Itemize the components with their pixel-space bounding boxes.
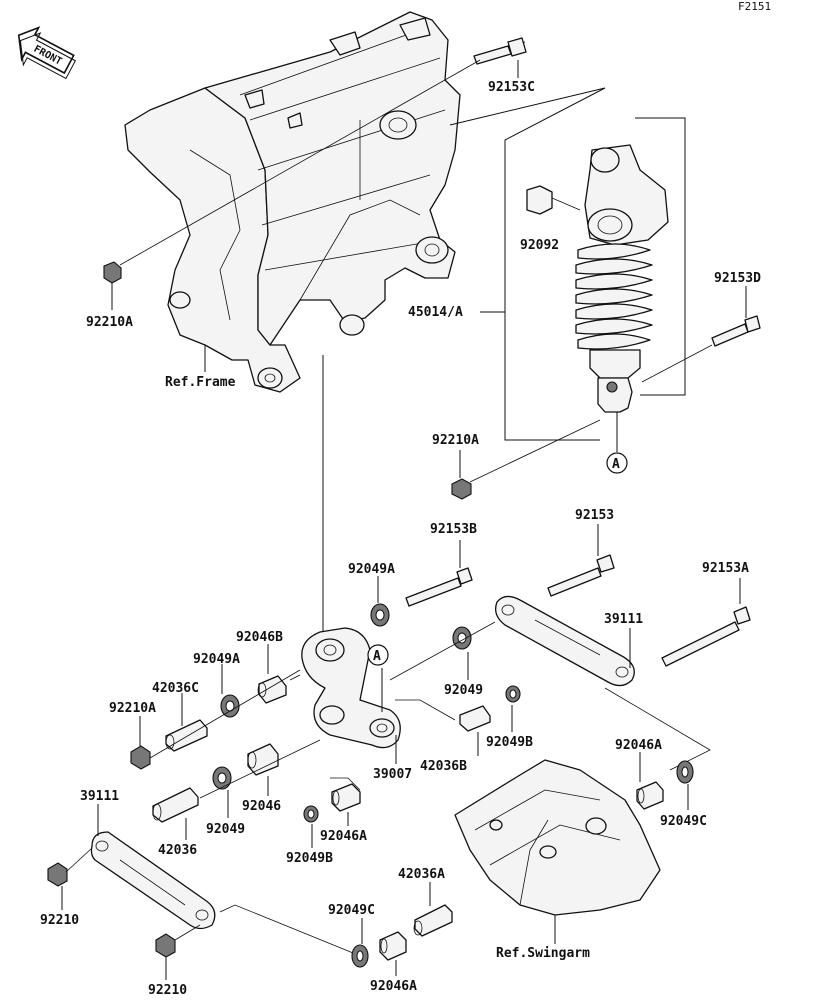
diagram-code: F2151 xyxy=(738,0,771,13)
leader-line xyxy=(149,669,301,759)
ref-swingarm-label: Ref.Swingarm xyxy=(496,946,590,961)
seal-92049A-upper xyxy=(370,576,390,627)
label-42036B: 42036B xyxy=(420,759,467,774)
nut-92210A-top xyxy=(103,261,122,310)
seal-92049-right xyxy=(389,621,496,681)
tie-rod-39111-left xyxy=(90,804,216,930)
label-92153C: 92153C xyxy=(488,80,535,95)
label-92049A-lower: 92049A xyxy=(193,652,240,667)
leader-line xyxy=(219,904,359,956)
nut-92210A-left xyxy=(130,716,151,770)
bolt-92153 xyxy=(547,524,615,597)
label-92046A-right: 92046A xyxy=(615,738,662,753)
rocker-arm-39007 xyxy=(301,627,401,764)
label-45014A: 45014/A xyxy=(408,305,463,320)
seal-92049B-left xyxy=(303,805,319,848)
bearing-92046 xyxy=(247,743,279,796)
label-92153: 92153 xyxy=(575,508,614,523)
collar-42036C xyxy=(165,693,208,752)
front-arrow-icon: FRONT xyxy=(17,26,77,80)
frame-drawing xyxy=(124,11,461,393)
label-92153B: 92153B xyxy=(430,522,477,537)
label-92049B-left: 92049B xyxy=(286,851,333,866)
bearing-92046A-lower xyxy=(379,931,407,976)
label-92046A-lower: 92046A xyxy=(370,979,417,994)
swingarm-drawing xyxy=(454,759,661,944)
collar-42036 xyxy=(152,739,321,840)
nut-92210A-mid xyxy=(451,419,601,500)
label-92049C-right: 92049C xyxy=(660,814,707,829)
label-42036C: 42036C xyxy=(152,681,199,696)
bolt-92153D xyxy=(641,286,761,383)
leader-line xyxy=(119,59,481,266)
shock-absorber-45014A xyxy=(575,144,669,413)
reference-marker-a-linkage xyxy=(367,644,389,666)
label-92046A-mid: 92046A xyxy=(320,829,367,844)
marker-letter-a-linkage: A xyxy=(373,649,381,664)
label-92210A-top: 92210A xyxy=(86,315,133,330)
label-92046: 92046 xyxy=(242,799,281,814)
label-42036A: 42036A xyxy=(398,867,445,882)
label-92210: 92210 xyxy=(40,913,79,928)
collar-42036B xyxy=(395,699,491,756)
seal-92049C-right xyxy=(676,760,694,810)
reference-marker-a-top xyxy=(606,452,628,474)
label-92210A-mid: 92210A xyxy=(432,433,479,448)
label-39007: 39007 xyxy=(373,767,412,782)
label-92049C-lower: 92049C xyxy=(328,903,375,918)
shock-spring xyxy=(575,243,653,350)
bearing-92046A-mid xyxy=(330,777,361,826)
bearing-92046B xyxy=(257,644,287,704)
seal-92049-left xyxy=(212,766,232,818)
label-39111-right: 39111 xyxy=(604,612,643,627)
marker-letter-a-top: A xyxy=(612,457,620,472)
label-39111-left: 39111 xyxy=(80,789,119,804)
label-92049-left: 92049 xyxy=(206,822,245,837)
label-92046B: 92046B xyxy=(236,630,283,645)
seal-92049B-right xyxy=(505,685,521,732)
seal-92049C-lower xyxy=(351,918,369,968)
label-42036: 42036 xyxy=(158,843,197,858)
nut-92210-lower xyxy=(155,924,201,980)
collar-42036A xyxy=(413,882,453,937)
label-92210A-left: 92210A xyxy=(109,701,156,716)
label-92092: 92092 xyxy=(520,238,559,253)
bolt-92153B xyxy=(405,540,473,607)
label-92153D: 92153D xyxy=(714,271,761,286)
ref-frame-label: Ref.Frame xyxy=(165,375,236,390)
label-92049A-upper: 92049A xyxy=(348,562,395,577)
bolt-92153A xyxy=(661,578,751,667)
nut-92210 xyxy=(47,847,93,910)
collar-92092 xyxy=(526,185,581,215)
group-bracket xyxy=(449,87,686,441)
label-92210-lower: 92210 xyxy=(148,983,187,998)
tie-rod-39111-right xyxy=(494,595,635,687)
label-92049-right: 92049 xyxy=(444,683,483,698)
label-92049B-right: 92049B xyxy=(486,735,533,750)
bolt-92153C xyxy=(473,37,527,78)
label-92153A: 92153A xyxy=(702,561,749,576)
